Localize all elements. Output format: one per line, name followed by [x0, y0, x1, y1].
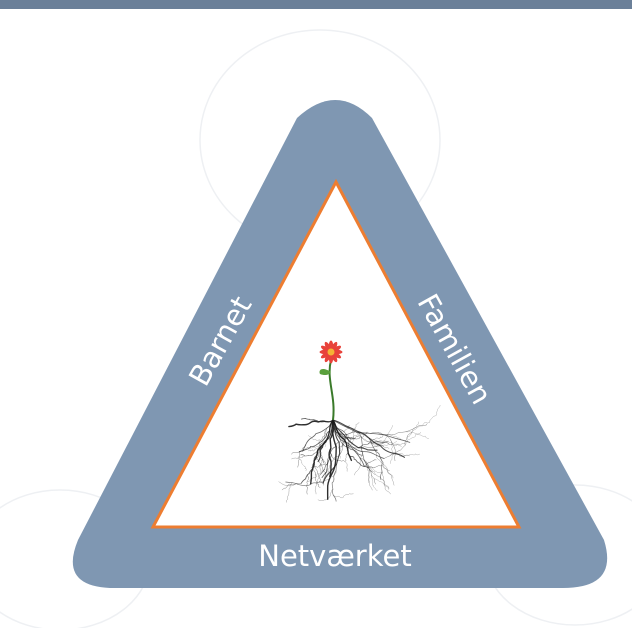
root-strand — [367, 464, 383, 474]
root-strand — [371, 471, 390, 490]
top-bar — [0, 0, 632, 9]
root-strand — [332, 419, 411, 443]
root-strand — [405, 431, 429, 439]
root-strand — [383, 424, 427, 436]
root-strand — [338, 434, 359, 440]
root-strand — [351, 440, 389, 449]
root-strand — [395, 453, 420, 457]
root-strand — [366, 466, 373, 491]
root-strand — [330, 436, 344, 464]
root-strand — [370, 432, 397, 462]
root-strand — [306, 473, 310, 495]
root-strand — [334, 430, 363, 456]
root-strand — [409, 422, 428, 434]
root-strand — [328, 419, 334, 478]
root-strand — [332, 419, 365, 467]
root-strand — [361, 437, 385, 447]
root-strand — [322, 419, 341, 484]
root-strand — [291, 455, 305, 460]
root-strand — [314, 474, 321, 495]
root-strand — [308, 435, 321, 442]
root-strand — [310, 419, 334, 485]
root-strand — [288, 419, 334, 428]
root-strand — [367, 465, 382, 469]
root-strand — [367, 435, 384, 445]
root-strand — [406, 421, 419, 440]
root-strand — [378, 440, 402, 447]
root-strand — [297, 444, 307, 468]
root-strand — [357, 432, 378, 448]
root-strand — [333, 493, 354, 499]
roots — [278, 404, 441, 503]
root-strand — [285, 481, 324, 487]
root-strand — [310, 443, 324, 449]
root-strand — [383, 433, 411, 459]
label-netvaerket: Netværket — [258, 539, 411, 573]
root-strand — [312, 468, 321, 488]
root-strand — [332, 419, 378, 451]
root-strand — [310, 463, 328, 469]
root-strand — [339, 441, 344, 459]
root-strand — [375, 451, 390, 471]
root-strand — [354, 452, 363, 476]
root-strand — [299, 458, 307, 471]
root-strand — [314, 462, 321, 483]
root-strand — [404, 432, 421, 446]
root-strand — [364, 459, 377, 467]
flower-with-roots-icon — [319, 340, 343, 421]
root-strand — [368, 437, 383, 480]
root-strand — [315, 455, 327, 475]
root-strand — [286, 482, 293, 503]
root-strand — [371, 474, 378, 491]
root-strand — [350, 422, 360, 434]
root-strand — [426, 404, 441, 426]
root-strand — [325, 429, 327, 443]
flower-center — [327, 348, 335, 356]
root-strand — [390, 439, 394, 464]
root-strand — [318, 426, 330, 449]
root-strand — [357, 430, 373, 473]
root-strand — [344, 426, 386, 443]
root-strand — [302, 419, 334, 452]
root-strand — [374, 478, 389, 489]
root-strand — [389, 453, 411, 457]
root-strand — [320, 441, 340, 475]
root-strand — [381, 464, 395, 486]
root-strand — [388, 442, 406, 446]
root-strand — [341, 433, 346, 447]
root-strand — [317, 489, 334, 501]
root-strand — [331, 464, 337, 502]
root-strand — [332, 427, 356, 436]
root-strand — [300, 417, 327, 423]
root-strand — [345, 454, 348, 472]
root-strand — [319, 459, 323, 473]
root-strand — [346, 428, 354, 451]
root-strand — [381, 471, 391, 495]
root-strand — [298, 430, 331, 453]
root-strand — [278, 481, 299, 487]
root-strand — [330, 453, 345, 462]
root-strand — [346, 434, 355, 446]
